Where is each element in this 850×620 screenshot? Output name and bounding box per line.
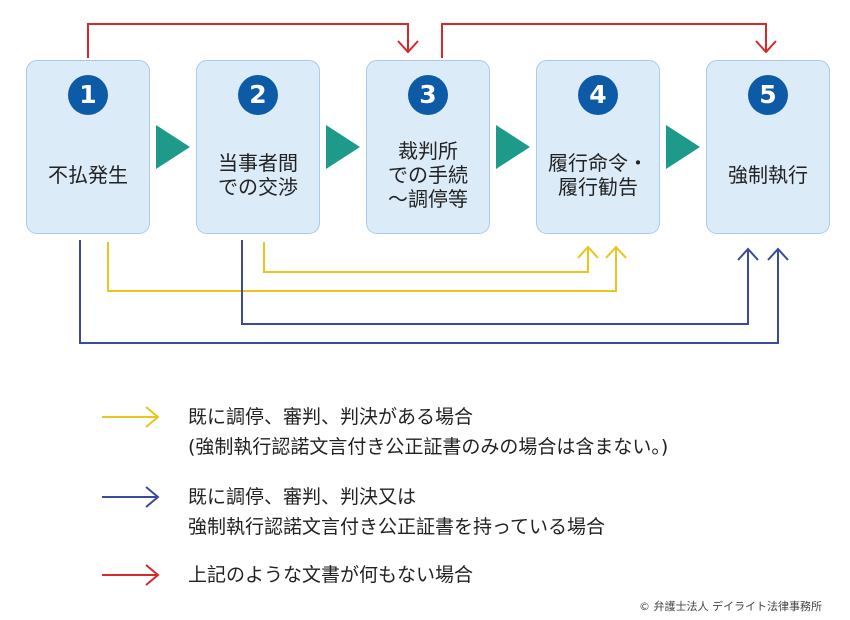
step-number-badge: 3 bbox=[408, 75, 448, 115]
legend-line: (強制執行認諾文言付き公正証書のみの場合は含まない。) bbox=[188, 436, 669, 458]
legend-line: 既に調停、審判、判決がある場合 bbox=[188, 406, 474, 428]
legend-text: 既に調停、審判、判決がある場合 (強制執行認諾文言付き公正証書のみの場合は含まな… bbox=[188, 402, 668, 462]
legend-item-blue: 既に調停、審判、判決又は 強制執行認諾文言付き公正証書を持っている場合 bbox=[100, 482, 605, 542]
step-number-badge: 2 bbox=[238, 75, 278, 115]
connector-arrow-4-5 bbox=[666, 125, 700, 169]
blue-path-2-to-5 bbox=[241, 240, 749, 325]
yellow-path-2-to-4 bbox=[263, 242, 589, 273]
step-label: 強制執行 bbox=[707, 125, 829, 225]
yellow-arrow-icon bbox=[102, 406, 160, 428]
yellow-path-1-to-4 bbox=[107, 242, 617, 292]
step-label-line: 当事者間 bbox=[218, 151, 298, 175]
step-number-badge: 1 bbox=[68, 75, 108, 115]
step-5-box: 5 強制執行 bbox=[706, 60, 830, 234]
connector-arrow-1-2 bbox=[156, 125, 190, 169]
connector-arrow-2-3 bbox=[326, 125, 360, 169]
blue-path-1-to-5 bbox=[79, 240, 779, 344]
legend-item-red: 上記のような文書が何もない場合 bbox=[100, 560, 473, 590]
red-arrowhead-3-to-5 bbox=[755, 40, 777, 54]
step-1-box: 1 不払発生 bbox=[26, 60, 150, 234]
blue-arrowhead-1-to-5 bbox=[767, 247, 789, 261]
step-label-line: 不払発生 bbox=[48, 163, 128, 187]
step-label: 裁判所 での手続 ～調停等 bbox=[367, 125, 489, 225]
legend-text: 既に調停、審判、判決又は 強制執行認諾文言付き公正証書を持っている場合 bbox=[188, 482, 605, 542]
legend-line: 既に調停、審判、判決又は bbox=[188, 486, 417, 508]
step-number-badge: 4 bbox=[578, 75, 618, 115]
copyright-notice: © 弁護士法人 デイライト法律事務所 bbox=[639, 600, 822, 613]
connector-arrow-3-4 bbox=[496, 125, 530, 169]
step-4-box: 4 履行命令・ 履行勧告 bbox=[536, 60, 660, 234]
flow-paths bbox=[79, 23, 789, 344]
yellow-arrowhead-1-to-4 bbox=[605, 245, 627, 259]
step-label-line: での手続 bbox=[388, 163, 468, 187]
step-label: 不払発生 bbox=[27, 125, 149, 225]
legend-item-yellow: 既に調停、審判、判決がある場合 (強制執行認諾文言付き公正証書のみの場合は含まな… bbox=[100, 402, 668, 462]
red-arrow-icon bbox=[102, 564, 160, 586]
step-number-badge: 5 bbox=[748, 75, 788, 115]
step-label-line: ～調停等 bbox=[388, 187, 468, 211]
step-label: 履行命令・ 履行勧告 bbox=[537, 125, 659, 225]
blue-arrow-icon bbox=[102, 486, 160, 508]
step-label-line: 履行命令・ bbox=[548, 151, 648, 175]
red-arrowhead-1-to-3 bbox=[397, 40, 419, 54]
legend-line: 強制執行認諾文言付き公正証書を持っている場合 bbox=[188, 516, 606, 538]
step-2-box: 2 当事者間 での交渉 bbox=[196, 60, 320, 234]
red-path-3-to-5 bbox=[441, 23, 767, 58]
legend-line: 上記のような文書が何もない場合 bbox=[188, 564, 474, 586]
step-label: 当事者間 での交渉 bbox=[197, 125, 319, 225]
step-label-line: 強制執行 bbox=[728, 163, 808, 187]
red-path-1-to-3 bbox=[87, 23, 409, 58]
step-3-box: 3 裁判所 での手続 ～調停等 bbox=[366, 60, 490, 234]
step-label-line: での交渉 bbox=[218, 175, 298, 199]
step-label-line: 履行勧告 bbox=[558, 175, 638, 199]
yellow-arrowhead-2-to-4 bbox=[577, 245, 599, 259]
step-label-line: 裁判所 bbox=[398, 139, 458, 163]
blue-arrowhead-2-to-5 bbox=[737, 247, 759, 261]
legend-text: 上記のような文書が何もない場合 bbox=[188, 560, 473, 590]
